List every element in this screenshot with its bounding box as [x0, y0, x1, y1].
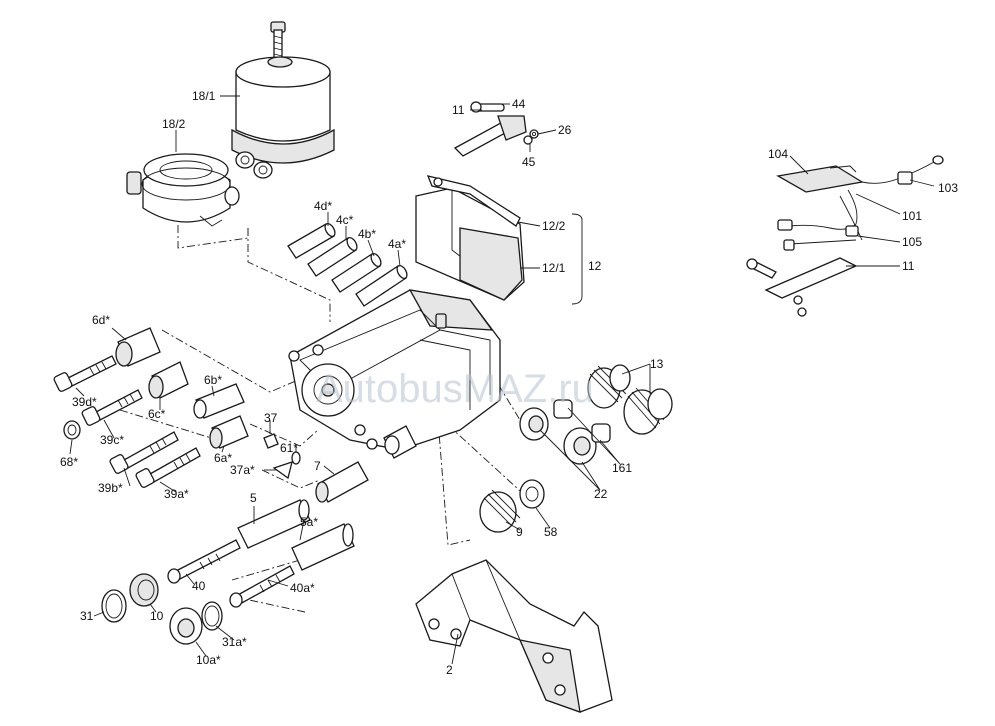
label-39c: 39c*: [100, 433, 124, 447]
boots-and-seals: [479, 364, 673, 533]
label-68: 68*: [60, 455, 78, 469]
label-6d: 6d*: [92, 313, 110, 327]
caliper-housing: [288, 289, 501, 459]
guide-pins-5-40: [167, 499, 355, 608]
label-26: 26: [558, 123, 572, 137]
bolts-39: [53, 355, 201, 488]
label-6a: 6a*: [214, 451, 232, 465]
label-12-2: 12/2: [542, 219, 566, 233]
label-22: 22: [594, 487, 608, 501]
label-40a: 40a*: [290, 581, 315, 595]
label-37: 37: [264, 411, 278, 425]
watermark-text: AutobusMAZ.ru: [316, 367, 594, 411]
label-104: 104: [768, 147, 788, 161]
label-45: 45: [522, 155, 536, 169]
label-11-top: 11: [452, 103, 465, 117]
label-6b: 6b*: [204, 373, 222, 387]
label-5a: 5a*: [300, 515, 318, 529]
label-2: 2: [446, 663, 453, 677]
spring-brake-chamber: [231, 21, 335, 179]
label-39a: 39a*: [164, 487, 189, 501]
service-brake-chamber: [126, 153, 240, 227]
label-31: 31: [80, 609, 94, 623]
small-parts-37-61-7: [263, 433, 369, 503]
caps-and-rings: [101, 573, 223, 645]
label-39d: 39d*: [72, 395, 97, 409]
label-4d: 4d*: [314, 199, 332, 213]
label-40: 40: [192, 579, 206, 593]
label-4b: 4b*: [358, 227, 376, 241]
leader-lines: [69, 95, 935, 665]
label-7: 7: [314, 459, 321, 473]
label-103: 103: [938, 181, 958, 195]
part-labels: 18/1 18/2 11 44 26 45 12/2 12/1 12 4d* 4…: [60, 89, 958, 677]
label-10: 10: [150, 609, 164, 623]
pad-retainer-group: [453, 101, 539, 157]
label-9: 9: [516, 525, 523, 539]
label-101: 101: [902, 209, 922, 223]
label-61: 61*: [280, 441, 298, 455]
label-12: 12: [588, 259, 602, 273]
label-4a: 4a*: [388, 237, 406, 251]
label-58: 58: [544, 525, 558, 539]
label-5: 5: [250, 491, 257, 505]
label-6c: 6c*: [148, 407, 166, 421]
caliper-carrier: [415, 559, 613, 713]
label-18-2: 18/2: [162, 117, 186, 131]
label-37a: 37a*: [230, 463, 255, 477]
label-13: 13: [650, 357, 664, 371]
label-44: 44: [512, 97, 526, 111]
bushes-6: [63, 327, 249, 449]
label-4c: 4c*: [336, 213, 354, 227]
label-161: 161: [612, 461, 632, 475]
label-11-sensor: 11: [902, 259, 915, 273]
guide-sleeves-4: [287, 222, 408, 307]
label-18-1: 18/1: [192, 89, 216, 103]
brake-pads: [415, 175, 525, 301]
label-39b: 39b*: [98, 481, 123, 495]
label-12-1: 12/1: [542, 261, 566, 275]
wear-sensor-kit: [746, 155, 944, 317]
label-10a: 10a*: [196, 653, 221, 667]
label-31a: 31a*: [222, 635, 247, 649]
label-105: 105: [902, 235, 922, 249]
